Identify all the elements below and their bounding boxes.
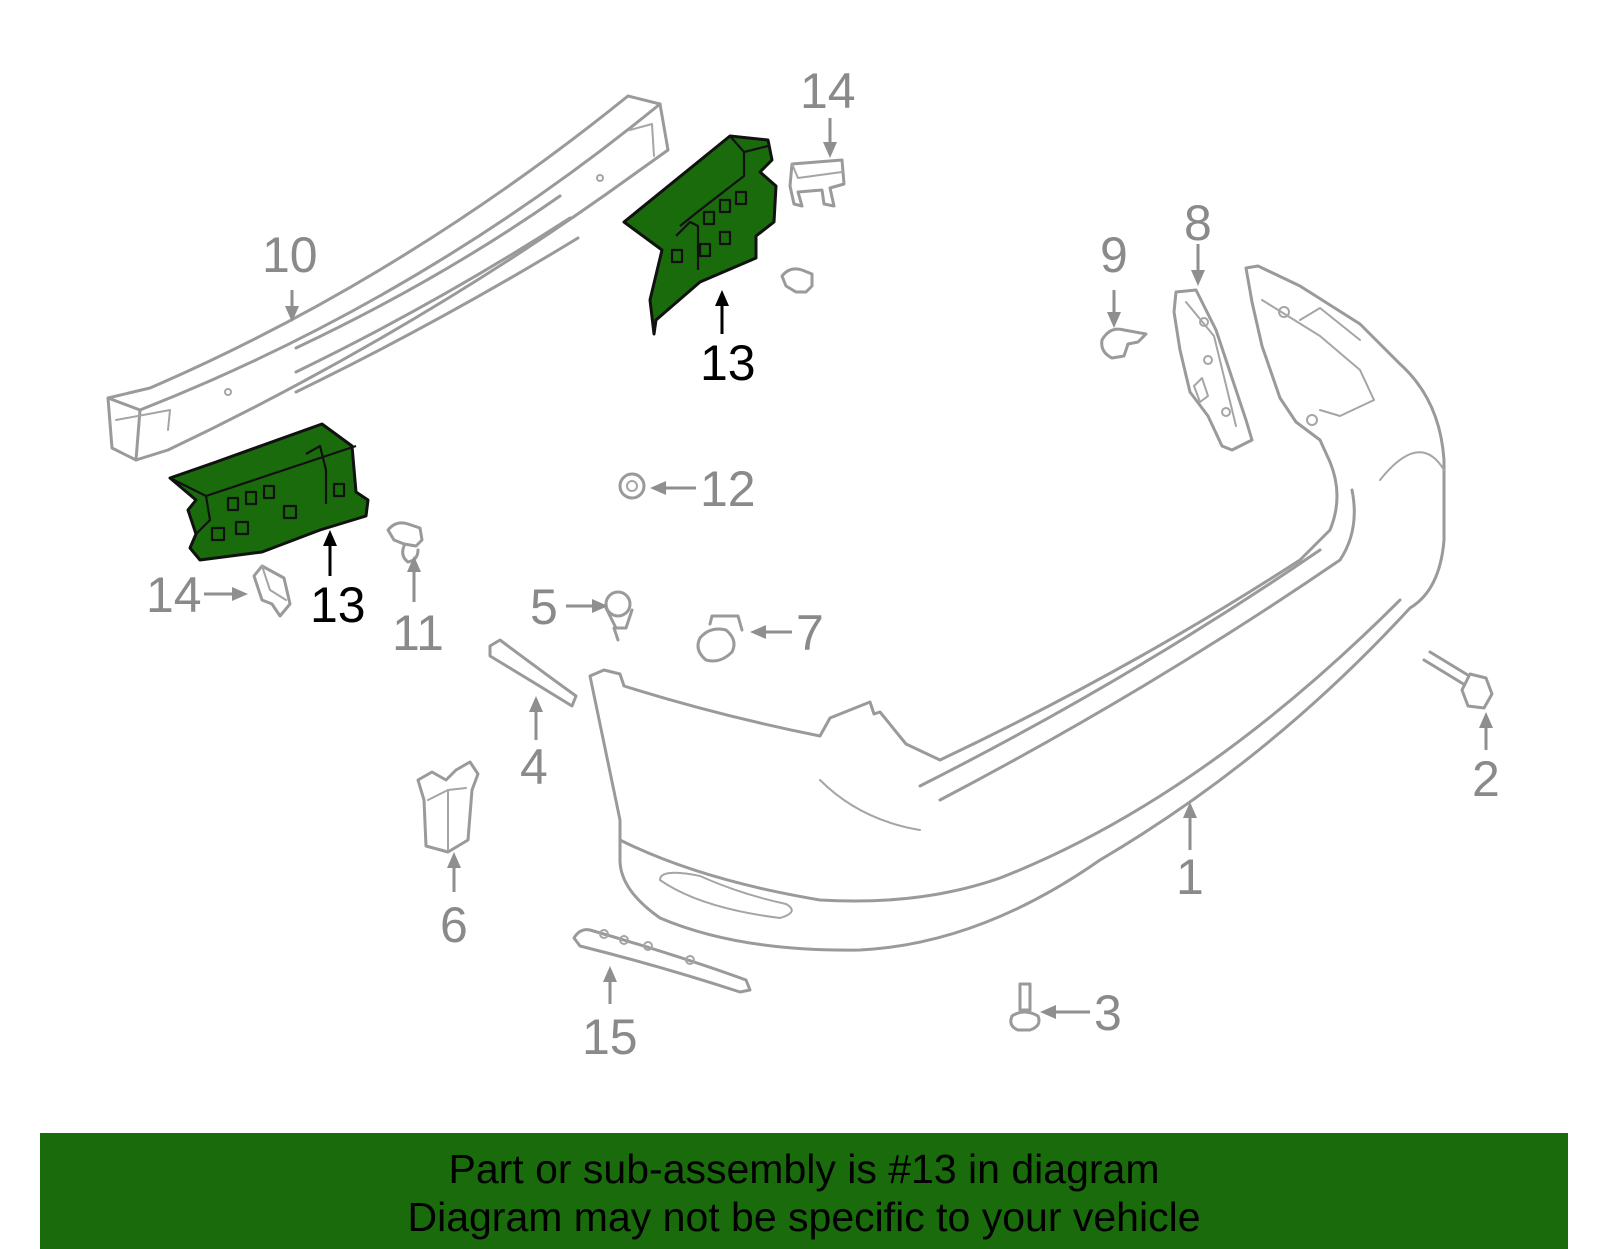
callout-13-lower: 13	[310, 577, 366, 633]
part-6-side-bracket	[416, 760, 480, 854]
callout-5: 5	[530, 579, 558, 635]
callout-14-lower: 14	[146, 567, 202, 623]
part-13-upper-bracket[interactable]	[622, 134, 778, 336]
callout-4: 4	[520, 739, 548, 795]
callout-8: 8	[1184, 195, 1212, 251]
part-9-clip	[1100, 327, 1148, 360]
callout-7: 7	[796, 605, 824, 661]
callout-3: 3	[1094, 985, 1122, 1041]
callout-9: 9	[1100, 227, 1128, 283]
part-13-lower-bracket[interactable]	[168, 422, 370, 562]
part-3-push-pin	[1009, 982, 1041, 1032]
banner-line-1: Part or sub-assembly is #13 in diagram	[448, 1146, 1160, 1192]
callout-11: 11	[392, 605, 444, 661]
part-14-clip-upper	[788, 158, 846, 208]
part-12-nut	[618, 472, 646, 500]
part-10-bumper-reinforcement	[106, 94, 670, 462]
part-2-bolt	[1422, 650, 1494, 710]
callout-1: 1	[1176, 849, 1204, 905]
callout-13-upper: 13	[700, 335, 756, 391]
part-11-fastener-upper	[780, 267, 814, 294]
callout-15: 15	[582, 1009, 638, 1065]
callout-6: 6	[440, 897, 468, 953]
part-8-side-retainer	[1172, 288, 1254, 452]
part-5-retainer	[604, 590, 634, 642]
part-7-fastener	[696, 614, 744, 663]
callout-2: 2	[1472, 751, 1500, 807]
part-4-reflector-strip	[488, 638, 578, 708]
part-15-lower-molding	[572, 928, 752, 994]
part-1-bumper-cover	[588, 264, 1446, 952]
callout-arrows	[204, 118, 1493, 1019]
callout-labels: 10 14 13 13 14 11 12 5 7 4 6 9 8 2 1 3 1…	[146, 63, 1500, 1065]
info-banner: Part or sub-assembly is #13 in diagram D…	[40, 1133, 1568, 1249]
callout-10: 10	[262, 227, 318, 283]
part-11-push-rivet	[386, 521, 424, 564]
part-14-clip-lower	[252, 564, 292, 618]
callout-12: 12	[700, 461, 756, 517]
banner-line-2: Diagram may not be specific to your vehi…	[407, 1194, 1201, 1240]
callout-14-upper: 14	[800, 63, 856, 119]
